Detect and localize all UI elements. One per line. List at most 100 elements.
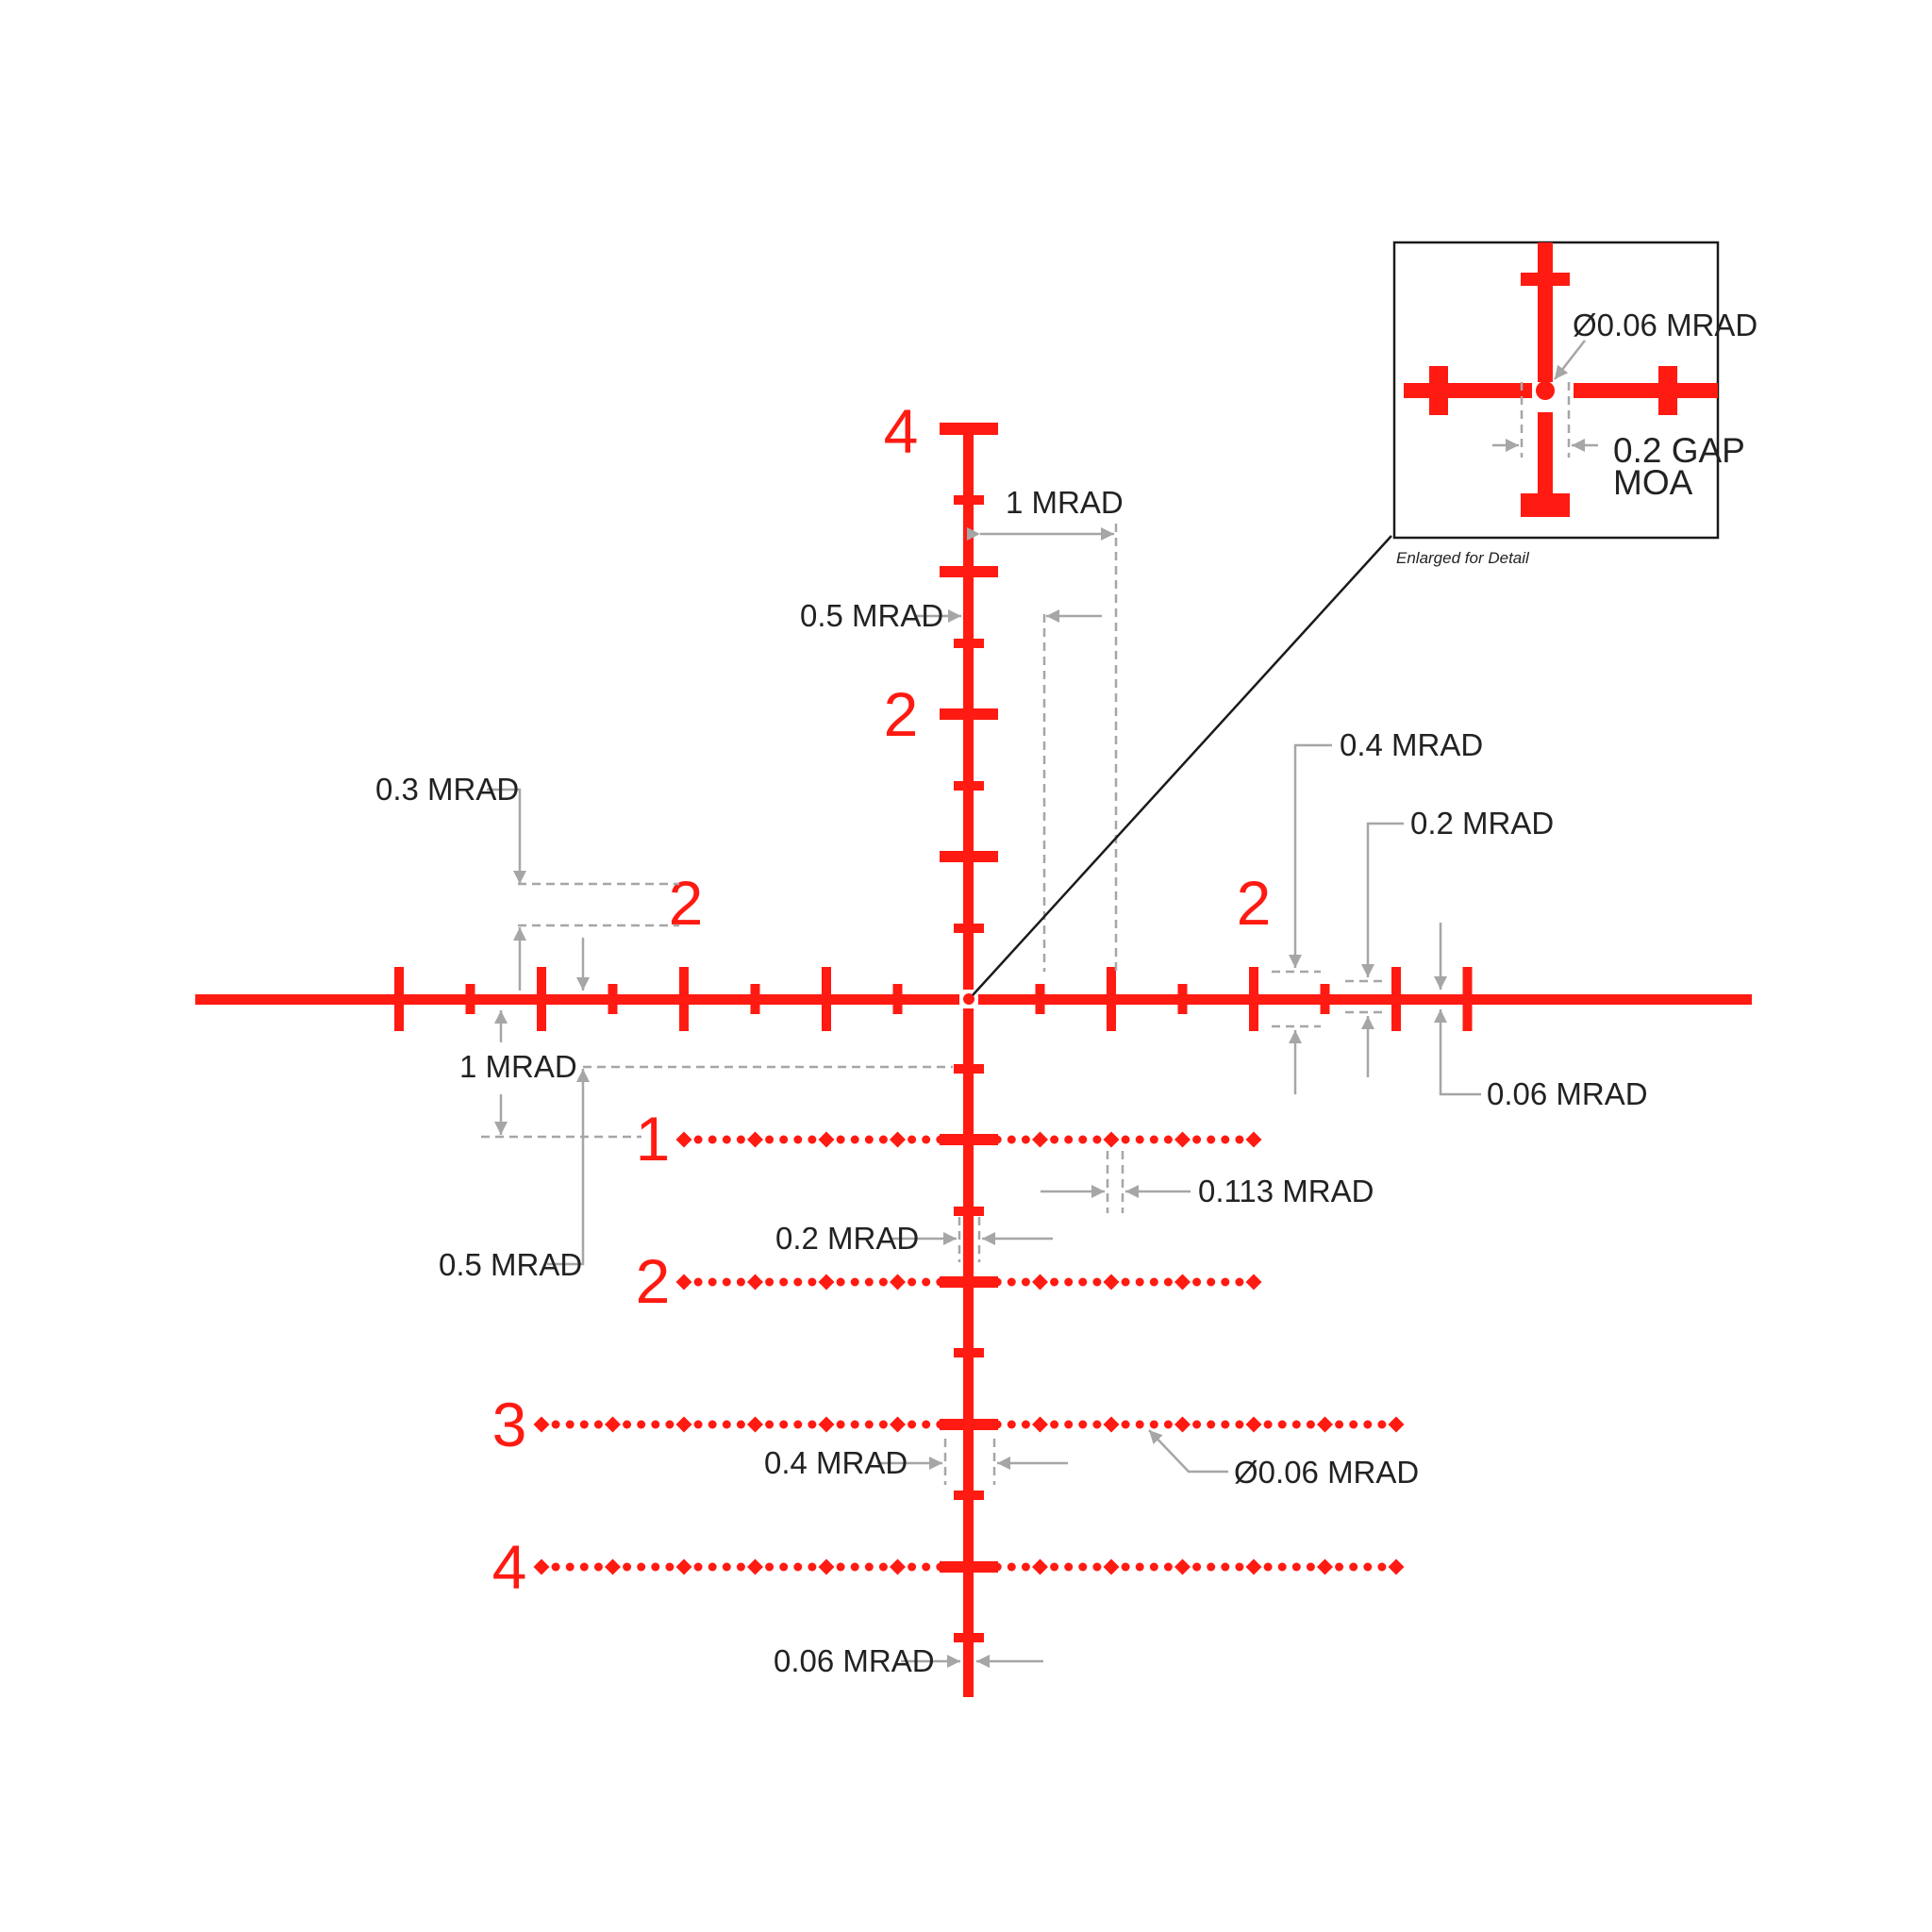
holdover-dot <box>1078 1420 1088 1429</box>
holdover-dot <box>1207 1277 1216 1287</box>
label-0-4-mrad-right: 0.4 MRAD <box>1340 727 1483 762</box>
holdover-dot <box>736 1277 745 1287</box>
holdover-diamond <box>675 1416 692 1433</box>
dimension-lines <box>481 524 1481 1668</box>
holdover-diamond <box>533 1558 550 1575</box>
holdover-dot <box>722 1562 731 1572</box>
horizontal-stadia-left <box>195 994 959 1005</box>
horizontal-minor-tick <box>1035 984 1045 1014</box>
horizontal-minor-tick <box>1320 984 1330 1014</box>
holdover-dot <box>1092 1135 1102 1144</box>
holdover-dot <box>708 1420 717 1429</box>
holdover-dot <box>565 1420 575 1429</box>
holdover-dot <box>878 1562 888 1572</box>
holdover-dot <box>836 1135 845 1144</box>
holdover-dot <box>864 1562 874 1572</box>
horizontal-minor-tick <box>750 984 760 1014</box>
holdover-dot <box>779 1277 789 1287</box>
holdover-dot <box>1221 1135 1230 1144</box>
holdover-row-1 <box>675 1131 1262 1148</box>
holdover-dot <box>623 1420 632 1429</box>
holdover-dot <box>1149 1420 1158 1429</box>
holdover-diamond <box>747 1131 763 1148</box>
holdover-dot <box>1163 1420 1173 1429</box>
holdover-dot <box>922 1135 931 1144</box>
holdover-diamond <box>818 1558 835 1575</box>
holdover-dot <box>779 1420 789 1429</box>
holdover-dot <box>936 1420 945 1429</box>
holdover-dot <box>1007 1277 1016 1287</box>
label-0-5-mrad-left: 0.5 MRAD <box>439 1247 582 1282</box>
vertical-major-tick <box>940 566 998 577</box>
holdover-diamond <box>1388 1558 1405 1575</box>
holdover-dot <box>1192 1562 1202 1572</box>
holdover-dot <box>1021 1277 1030 1287</box>
holdover-dot <box>1121 1277 1130 1287</box>
holdover-diamond <box>1032 1558 1048 1575</box>
holdover-dot <box>736 1135 745 1144</box>
holdover-dot <box>864 1420 874 1429</box>
horizontal-major-tick <box>537 967 546 1031</box>
holdover-dot <box>1149 1562 1158 1572</box>
holdover-dot <box>1363 1420 1373 1429</box>
holdover-dot <box>693 1135 703 1144</box>
holdover-dot <box>1277 1420 1287 1429</box>
holdover-dot <box>936 1135 945 1144</box>
holdover-dot <box>1078 1277 1088 1287</box>
holdover-diamond <box>1388 1416 1405 1433</box>
holdover-diamond <box>1174 1131 1191 1148</box>
label-1-mrad-left: 1 MRAD <box>459 1049 577 1084</box>
horizontal-minor-tick <box>1177 984 1188 1014</box>
right-number-2: 2 <box>1237 868 1272 938</box>
holdover-dot <box>808 1562 817 1572</box>
holdover-number-1: 1 <box>636 1104 671 1174</box>
horizontal-minor-tick <box>465 984 475 1014</box>
label-0-06-mrad-right: 0.06 MRAD <box>1487 1076 1648 1111</box>
holdover-dot <box>1135 1562 1144 1572</box>
holdover-dot <box>1064 1135 1074 1144</box>
holdover-dot <box>593 1420 603 1429</box>
holdover-dot <box>922 1562 931 1572</box>
holdover-dot <box>1277 1562 1287 1572</box>
vertical-major-tick <box>940 708 998 720</box>
stadia-ticks <box>394 423 1473 1642</box>
holdover-dot <box>693 1420 703 1429</box>
inset-leader-line <box>972 535 1392 996</box>
holdover-dot <box>1050 1135 1059 1144</box>
holdover-dot <box>1121 1420 1130 1429</box>
holdover-dot <box>708 1135 717 1144</box>
horizontal-major-tick <box>1462 967 1473 1031</box>
holdover-dot <box>765 1420 774 1429</box>
horizontal-major-tick <box>822 967 831 1031</box>
holdover-row-4 <box>533 1558 1405 1575</box>
label-0-2-mrad-right: 0.2 MRAD <box>1410 806 1554 841</box>
holdover-diamond <box>747 1274 763 1291</box>
vertical-minor-tick <box>954 924 984 933</box>
holdover-row-2 <box>675 1274 1262 1291</box>
holdover-dot <box>908 1277 917 1287</box>
vertical-major-tick <box>940 1276 998 1288</box>
reticle-lines <box>195 423 1752 1697</box>
holdover-dot <box>637 1562 646 1572</box>
holdover-number-2: 2 <box>636 1246 671 1316</box>
holdover-dot <box>1221 1562 1230 1572</box>
vertical-major-tick <box>940 1134 998 1145</box>
holdover-dot <box>1163 1277 1173 1287</box>
vertical-minor-tick <box>954 1491 984 1500</box>
holdover-dot <box>1092 1420 1102 1429</box>
holdover-diamond <box>1174 1558 1191 1575</box>
holdover-dot <box>1221 1420 1230 1429</box>
holdover-dot <box>708 1277 717 1287</box>
holdover-dot <box>1263 1562 1273 1572</box>
holdover-diamond <box>1103 1416 1120 1433</box>
holdover-diamond <box>605 1558 621 1575</box>
holdover-dot <box>551 1420 560 1429</box>
holdover-dot <box>808 1420 817 1429</box>
holdover-dot <box>1235 1420 1244 1429</box>
holdover-dot <box>779 1562 789 1572</box>
holdover-dot <box>992 1562 1002 1572</box>
vertical-minor-tick <box>954 781 984 791</box>
holdover-dot <box>1363 1562 1373 1572</box>
holdover-dot <box>1135 1277 1144 1287</box>
holdover-dot <box>637 1420 646 1429</box>
